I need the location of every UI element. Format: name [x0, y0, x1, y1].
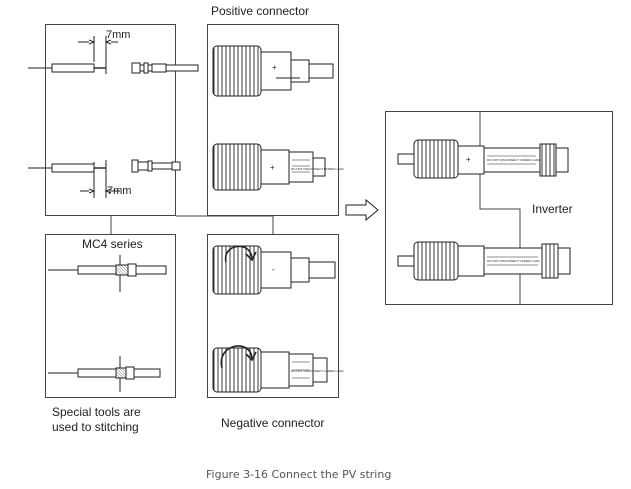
crimping-panel [45, 234, 176, 398]
hollow-right-arrow [345, 198, 379, 222]
curved-rotation-arrow-bottom [220, 345, 257, 369]
contact-pin-top [131, 62, 199, 74]
svg-text:+: + [466, 155, 471, 164]
negative-connector-assembled [212, 347, 328, 393]
wire-stripping-panel [45, 24, 176, 216]
curved-rotation-arrow-top [224, 245, 257, 263]
special-tools-line1: Special tools are [52, 405, 141, 419]
mc4-series-label: MC4 series [82, 237, 143, 251]
positive-connector-label: Positive connector [211, 4, 310, 18]
inverter-label: Inverter [532, 202, 573, 216]
stripped-cable-bottom [28, 160, 120, 198]
plug-marking-3: DO NOT DISCONNECT UNDER LOAD [487, 158, 541, 162]
inverter-assembly-panel [385, 111, 613, 305]
negative-connector-open: - [212, 245, 336, 295]
positive-connector-open: + [212, 45, 334, 97]
stripped-cable-top [28, 36, 118, 74]
negative-connector-panel [207, 234, 339, 398]
plug-marking-2: DO NOT DISCONNECT UNDER LOAD [291, 369, 345, 373]
strip-length-bottom-label: 7mm [107, 185, 132, 197]
negative-connector-label: Negative connector [221, 416, 325, 430]
figure-caption: Figure 3-16 Connect the PV string [206, 468, 392, 481]
crimped-socket-bottom [48, 356, 161, 392]
svg-text:+: + [270, 163, 275, 172]
mated-connector-bottom [397, 241, 571, 281]
strip-length-top-label: 7mm [106, 29, 131, 41]
special-tools-line2: used to stitching [52, 420, 139, 434]
crimped-pin-top [48, 255, 167, 292]
plug-marking-4: DO NOT DISCONNECT UNDER LOAD [487, 259, 541, 263]
svg-text:+: + [272, 63, 277, 72]
contact-socket-bottom [131, 159, 181, 173]
inverter-outline [479, 111, 521, 305]
plug-marking-1: DO NOT DISCONNECT UNDER LOAD [291, 167, 345, 171]
positive-connector-assembled: + [212, 143, 326, 191]
svg-text:-: - [272, 265, 275, 274]
mated-connector-top: + [397, 139, 569, 179]
panel-link-lines [110, 215, 274, 234]
